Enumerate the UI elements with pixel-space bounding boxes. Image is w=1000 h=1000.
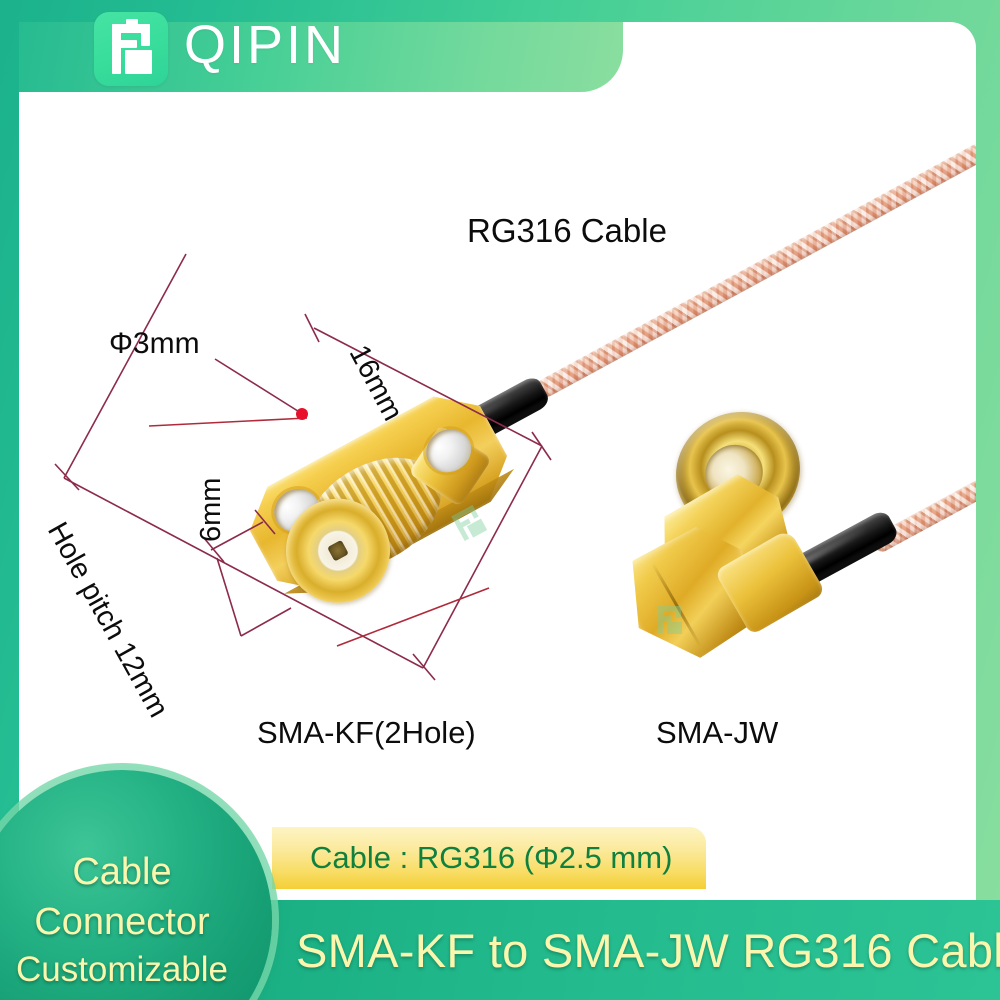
dim-line-left-ext bbox=[63, 253, 187, 479]
product-title: SMA-KF to SMA-JW RG316 Cable bbox=[296, 923, 1000, 977]
content-panel: Φ3mm 16mm 6mm Hole pitch 12mm RG316 Cabl… bbox=[19, 22, 976, 922]
connector-label-left: SMA-KF(2Hole) bbox=[257, 715, 476, 750]
qipin-watermark-icon bbox=[653, 603, 687, 637]
dimension-label-hole-diameter: Φ3mm bbox=[109, 327, 200, 360]
badge-line-2: Connector bbox=[34, 900, 210, 943]
badge-line-3: Customizable bbox=[15, 950, 229, 990]
dimension-label-flange-width: 6mm bbox=[195, 477, 227, 542]
connector-label-right: SMA-JW bbox=[656, 715, 779, 750]
rg316-cable-top bbox=[534, 135, 976, 400]
dimension-label-hole-pitch: Hole pitch 12mm bbox=[41, 517, 175, 723]
dim-tick-pitch-b bbox=[412, 653, 436, 681]
dim-line-6mm-ext bbox=[216, 557, 242, 637]
sma-jw-connector bbox=[619, 389, 849, 677]
dim-tick-pitch-a bbox=[54, 463, 80, 491]
badge-line-1: Cable bbox=[72, 850, 172, 893]
dim-tick-16-a bbox=[304, 313, 320, 343]
cable-type-label: RG316 Cable bbox=[467, 212, 667, 249]
spec-ribbon-text: Cable : RG316 (Φ2.5 mm) bbox=[310, 840, 673, 875]
spec-ribbon: Cable : RG316 (Φ2.5 mm) bbox=[272, 827, 706, 889]
